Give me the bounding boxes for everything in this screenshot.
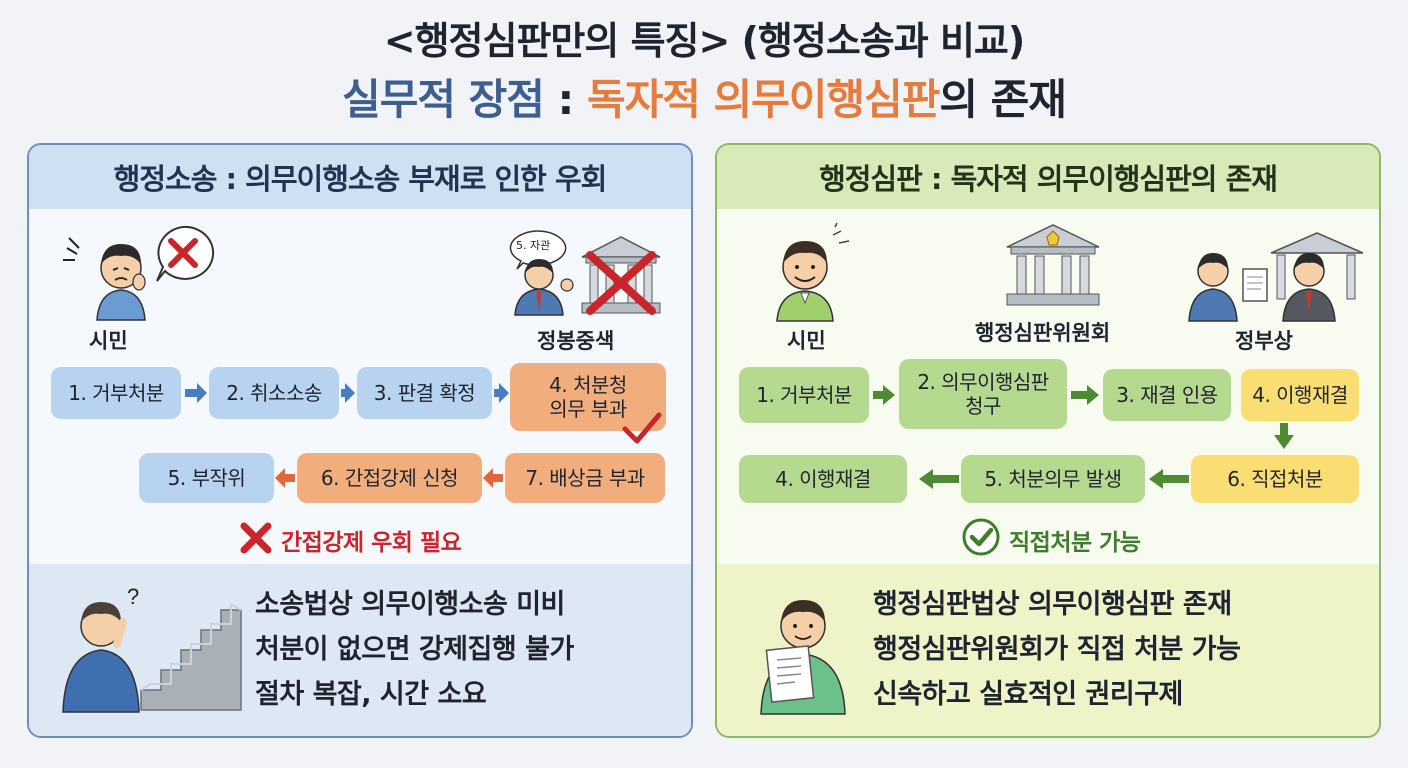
left-note: 간접강제 우회 필요 <box>281 530 462 556</box>
rejection-speech-bubble-icon <box>156 225 215 282</box>
subtitle-advantage: 실무적 장점 <box>342 75 545 124</box>
appeal-footer-line-2: 행정심판위원회가 직접 처분 가능 <box>873 634 1241 665</box>
left-citizen-label: 시민 <box>89 329 128 353</box>
building-icon <box>1006 224 1100 306</box>
appeal-footer-text: 행정심판법상 의무이행심판 존재 행정심판위원회가 직접 처분 가능 신속하고 … <box>873 582 1241 717</box>
right-government-label: 정부상 <box>1235 329 1293 353</box>
document-exchange-icon <box>1188 232 1364 322</box>
right-citizen-label: 시민 <box>787 329 826 353</box>
right-step-1-box: 1. 거부처분 <box>739 367 869 423</box>
page-title: <행정심판만의 특징> (행정소송과 비교) <box>383 19 1026 63</box>
happy-citizen-icon <box>776 222 850 322</box>
cross-icon <box>240 522 272 554</box>
right-step-4b-box: 4. 이행재결 <box>739 455 907 503</box>
appeal-panel-header: 행정심판 : 독자적 의무이행심판의 존재 <box>717 145 1379 209</box>
left-step-4-box: 4. 처분청 의무 부과 <box>510 363 666 431</box>
crossed-building-icon <box>581 236 661 315</box>
government-official-icon <box>514 259 574 316</box>
left-step-7-box: 7. 배상금 부과 <box>505 453 665 503</box>
subtitle-highlight: 독자적 의무이행심판 <box>586 75 940 124</box>
appeal-footer-line-1: 행정심판법상 의무이행심판 존재 <box>873 589 1232 620</box>
appeal-footer-line-3: 신속하고 실효적인 권리구제 <box>873 679 1183 710</box>
left-step-5-box: 5. 부작위 <box>139 453 274 503</box>
left-step-3-box: 3. 판결 확정 <box>357 367 492 419</box>
litigation-panel-header: 행정소송 : 의무이행소송 부재로 인한 우회 <box>29 145 691 209</box>
committee-label: 행정심판위원회 <box>975 321 1111 345</box>
confused-person-icon: ? <box>62 584 140 713</box>
svg-text:?: ? <box>127 584 139 609</box>
left-checkmark-icon <box>622 412 662 444</box>
appeal-panel: 행정심판 : 독자적 의무이행심판의 존재 시민 행정심판위원회 <box>715 143 1381 738</box>
page-subtitle: 실무적 장점 : 독자적 의무이행심판의 존재 <box>0 66 1408 127</box>
official-speech-text: 5. 자관 <box>516 239 551 252</box>
appeal-footer: 행정심판법상 의무이행심판 존재 행정심판위원회가 직접 처분 가능 신속하고 … <box>717 564 1379 736</box>
left-government-label: 정봉중색 <box>537 329 615 353</box>
right-step-6-box: 6. 직접처분 <box>1191 455 1359 503</box>
litigation-footer: ? 소송법상 의무이행소송 미비 처분이 없으면 강제집행 불가 절차 복잡, … <box>29 564 691 736</box>
right-step-5-box: 5. 처분의무 발생 <box>961 455 1145 503</box>
right-note: 직접처분 가능 <box>1009 530 1141 556</box>
litigation-footer-line-1: 소송법상 의무이행소송 미비 <box>255 589 565 620</box>
left-flow-arrows <box>185 383 662 488</box>
litigation-footer-line-2: 처분이 없으면 강제집행 불가 <box>255 634 574 665</box>
litigation-footer-line-3: 절차 복잡, 시간 소요 <box>255 679 487 710</box>
subtitle-separator: : <box>543 75 587 124</box>
litigation-panel: 행정소송 : 의무이행소송 부재로 인한 우회 시민 5. 자관 <box>27 143 693 738</box>
right-step-4-box: 4. 이행재결 <box>1241 369 1359 421</box>
left-step-1-box: 1. 거부처분 <box>51 367 181 419</box>
document-icon <box>765 645 815 703</box>
right-step-3-box: 3. 재결 인용 <box>1103 369 1231 421</box>
check-icon <box>962 518 1000 556</box>
left-step-6-box: 6. 간접강제 신청 <box>297 453 482 503</box>
frustrated-citizen-icon <box>63 237 146 321</box>
litigation-footer-text: 소송법상 의무이행소송 미비 처분이 없으면 강제집행 불가 절차 복잡, 시간… <box>255 582 574 717</box>
stairs-icon <box>140 602 242 711</box>
right-step-2-box: 2. 의무이행심판 청구 <box>899 359 1067 429</box>
left-step-2-box: 2. 취소소송 <box>209 367 339 419</box>
right-flow-arrows <box>873 385 1294 489</box>
subtitle-suffix: 의 존재 <box>939 75 1067 124</box>
